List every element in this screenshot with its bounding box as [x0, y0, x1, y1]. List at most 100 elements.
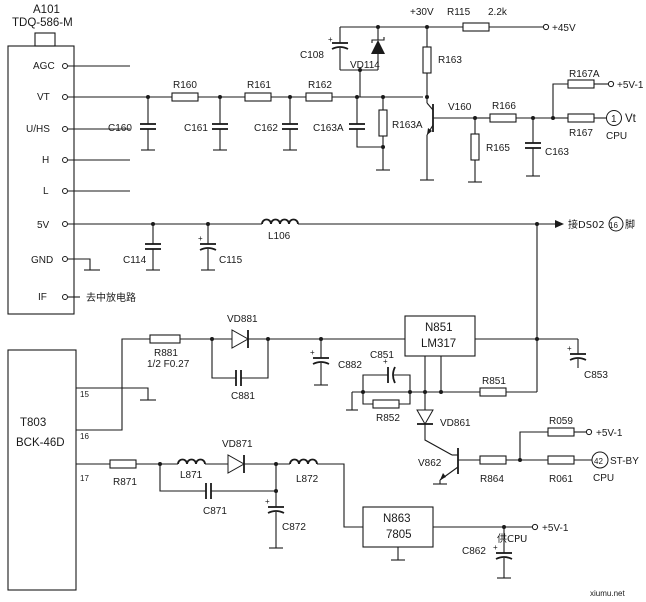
label-stby-pin: 42: [594, 457, 603, 466]
capacitor-c160: [140, 95, 156, 151]
transformer-ref: T803: [20, 417, 46, 429]
label-vt-pin: 1: [611, 114, 617, 125]
label-l871: L871: [180, 470, 203, 481]
label-c162: C162: [254, 123, 278, 134]
label-n851: N851: [425, 322, 453, 334]
label-45v: +45V: [552, 23, 576, 34]
pin-gnd-label: GND: [31, 255, 53, 266]
resistor-r059: [547, 427, 575, 437]
capacitor-c862: +: [493, 527, 513, 579]
tuner-pin-labels: AGC VT U/HS H L 5V GND IF: [26, 61, 55, 303]
svg-text:+: +: [310, 348, 315, 357]
label-c872: C872: [282, 522, 306, 533]
inductor-l106: [261, 218, 299, 225]
label-7805: 7805: [386, 529, 412, 541]
label-ds02-pin: 16: [609, 221, 618, 230]
watermark: xiumu.net: [590, 589, 625, 598]
label-r160: R160: [173, 80, 197, 91]
capacitor-c115: +: [198, 222, 217, 271]
label-l106: L106: [268, 231, 291, 242]
tuner-body: [7, 45, 75, 315]
transistor-v160: [420, 102, 475, 181]
label-r059: R059: [549, 416, 573, 427]
diode-vd871: [227, 454, 246, 474]
label-r166: R166: [492, 101, 516, 112]
svg-text:+: +: [265, 497, 270, 506]
label-r167a: R167A: [569, 69, 600, 80]
label-c862: C862: [462, 546, 486, 557]
diode-vd861: [416, 409, 434, 426]
zener-vd114: [371, 27, 385, 70]
resistor-r061: [547, 455, 575, 465]
label-c115: C115: [219, 255, 243, 266]
svg-text:+: +: [198, 234, 203, 243]
label-r864: R864: [480, 474, 504, 485]
label-r167: R167: [569, 128, 593, 139]
label-n863: N863: [383, 513, 411, 525]
capacitor-c108: +: [328, 27, 349, 70]
label-r115: R115: [447, 7, 471, 18]
terminal-5v1-mid: [585, 428, 593, 436]
svg-text:+: +: [567, 344, 572, 353]
pin-16-circle: [608, 216, 624, 232]
resistor-r871: [109, 459, 137, 469]
tuner-pin-terminals: [62, 63, 68, 300]
label-stby: ST-BY: [610, 456, 639, 467]
transformer-model: BCK-46D: [16, 437, 65, 449]
label-vd871: VD871: [222, 439, 253, 450]
label-5v1-bottom: +5V-1: [542, 523, 569, 534]
label-r851: R851: [482, 376, 506, 387]
resistor-r162: [305, 92, 333, 102]
label-c851: C851: [370, 350, 394, 361]
standby-section: VD861 V862 R864 +5V-1 R059 R061 42 ST-BY…: [416, 392, 639, 485]
pin-5v-label: 5V: [37, 220, 50, 231]
label-c163: C163: [545, 147, 569, 158]
pin-agc-label: AGC: [33, 61, 55, 72]
svg-text:+: +: [328, 35, 333, 44]
label-l872: L872: [296, 474, 319, 485]
svg-text:+: +: [493, 543, 498, 552]
resistor-r115: [462, 22, 490, 32]
label-c163a: C163A: [313, 123, 344, 134]
pin-vt-label: VT: [37, 92, 50, 103]
if-circuit-note: 去中放电路: [86, 291, 136, 304]
capacitor-c853: +: [567, 339, 587, 368]
label-c161: C161: [184, 123, 208, 134]
terminal-5v1-top: [607, 80, 615, 88]
tuner-connector: [34, 32, 56, 47]
label-vt-out: Vt: [625, 113, 637, 125]
resistor-r160: [171, 92, 199, 102]
pin-l-label: L: [43, 186, 49, 197]
label-cpu-vt: CPU: [606, 131, 627, 142]
label-5v1-mid: +5V-1: [596, 428, 623, 439]
label-lm317: LM317: [421, 338, 456, 350]
resistor-r166: [489, 113, 517, 123]
pin-15-label: 15: [80, 390, 89, 399]
svg-text:+: +: [383, 357, 388, 366]
five-volt-line: L106 接DS02 16 脚 C114 + C115: [68, 216, 635, 271]
diode-vd881: [231, 329, 250, 349]
capacitor-c162: [282, 95, 298, 151]
resistor-r163: [422, 27, 432, 103]
label-cpu-supply: 供CPU: [497, 532, 527, 545]
label-vd114: VD114: [350, 60, 380, 71]
capacitor-c851: +: [362, 357, 411, 392]
label-c853: C853: [584, 370, 608, 381]
tuner-pin-leads: [68, 65, 130, 298]
label-v160: V160: [448, 102, 472, 113]
capacitor-c163a: [349, 95, 383, 148]
label-r881-value: 1/2 F0.27: [147, 359, 190, 370]
label-r165: R165: [486, 143, 510, 154]
resistor-r165: [468, 118, 482, 183]
pin-h-label: H: [42, 155, 49, 166]
terminal-5v1-bottom: [531, 523, 539, 531]
label-r161: R161: [247, 80, 271, 91]
vt-chain: R160 R161 R162 C160 C161: [68, 80, 423, 171]
resistor-r161: [244, 92, 272, 102]
terminal-45v: [542, 23, 550, 31]
capacitor-c882: +: [310, 339, 330, 386]
label-c882: C882: [338, 360, 362, 371]
label-r163: R163: [438, 55, 462, 66]
resistor-r163a: [376, 95, 390, 171]
